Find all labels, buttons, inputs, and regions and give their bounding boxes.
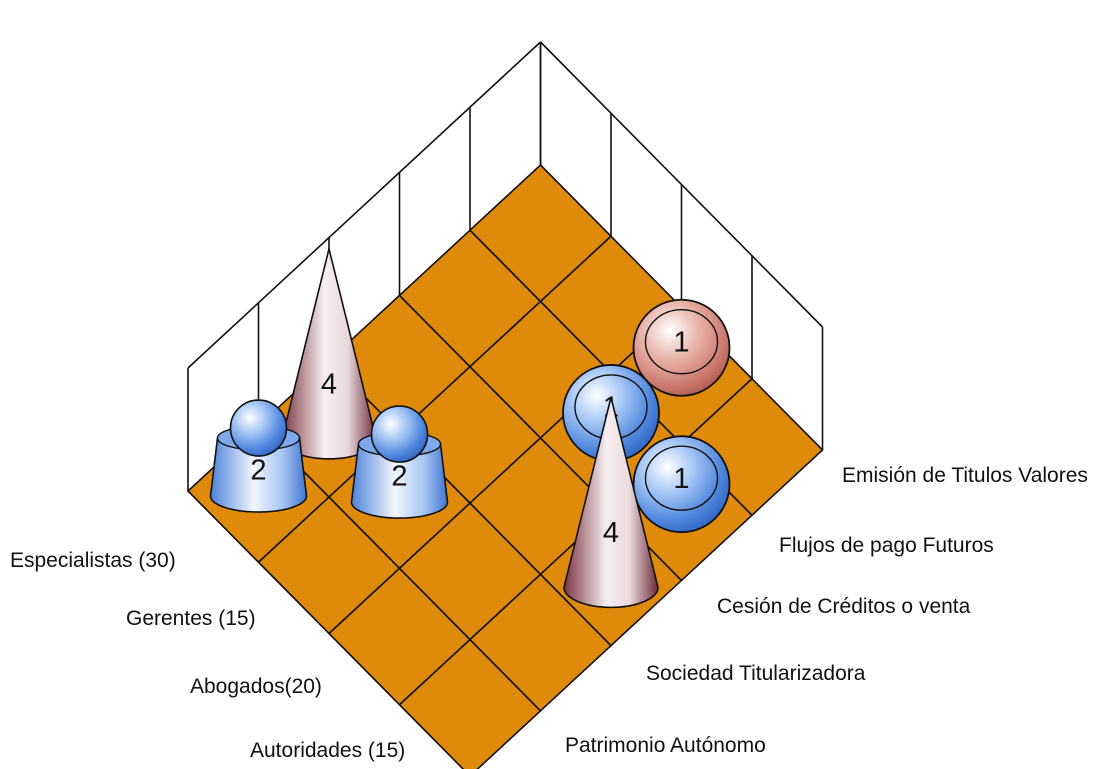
x-tick-label: Gerentes (15): [126, 607, 256, 630]
marker-sphere: 1: [632, 298, 731, 397]
marker-value-label: 4: [603, 517, 619, 549]
x-tick-label: Autoridades (15): [250, 739, 405, 762]
marker-value-label: 2: [391, 461, 407, 493]
y-tick-label: Flujos de pago Futuros: [779, 534, 994, 557]
marker-value-label: 4: [321, 368, 337, 400]
marker-value-label: 1: [673, 326, 689, 358]
y-tick-label: Emisión de Titulos Valores: [842, 464, 1088, 487]
x-axis-labels: Especialistas (30) Gerentes (15) Abogados(…: [10, 549, 405, 762]
data-markers: 1412214: [209, 248, 731, 609]
y-tick-label: Patrimonio Autónomo: [565, 734, 766, 757]
marker-cone: 4: [563, 397, 659, 609]
marker-value-label: 1: [673, 463, 689, 495]
y-tick-label: Cesión de Créditos o venta: [717, 595, 971, 618]
y-tick-label: Sociedad Titularizadora: [646, 662, 866, 685]
x-tick-label: Abogados(20): [190, 675, 322, 698]
marker-sphere: 1: [632, 435, 731, 534]
marker-bell: 2: [350, 405, 449, 519]
marker-value-label: 2: [250, 455, 266, 487]
back-walls: [187, 41, 824, 491]
x-tick-label: Especialistas (30): [10, 549, 176, 572]
marker-bell: 2: [209, 399, 308, 513]
